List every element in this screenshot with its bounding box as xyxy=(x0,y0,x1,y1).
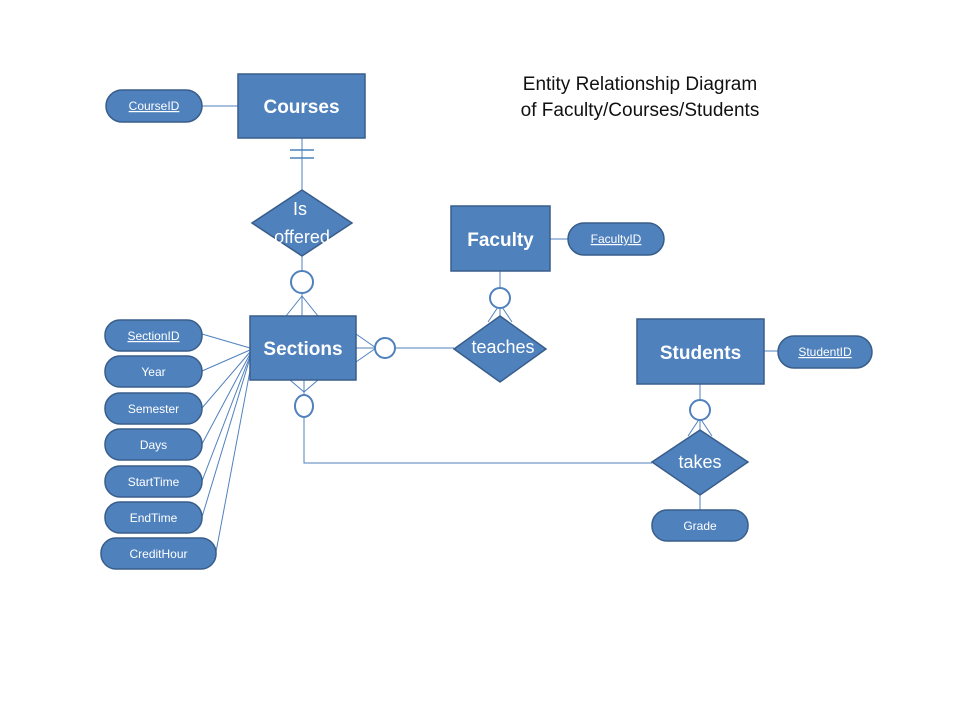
sectionid-to-sections xyxy=(201,333,251,349)
year-to-sections xyxy=(201,349,251,372)
crowfoot-sections-right-bottom xyxy=(355,347,377,363)
attribute-starttime: StartTime xyxy=(104,465,203,498)
entity-students: Students xyxy=(636,318,765,385)
attribute-grade: Grade xyxy=(651,509,749,542)
attribute-grade-shape xyxy=(651,509,749,542)
attribute-year-shape xyxy=(104,355,203,388)
relationship-is-offered-diamond xyxy=(250,189,354,257)
entity-faculty: Faculty xyxy=(450,205,551,272)
entity-sections-box xyxy=(249,315,357,381)
credithour-to-sections xyxy=(215,359,253,553)
semester-to-sections xyxy=(201,351,251,409)
entity-sections: Sections xyxy=(249,315,357,381)
relationship-takes-diamond xyxy=(650,429,750,496)
attribute-year-label: Year xyxy=(141,365,165,379)
relationship-is-offered-label-line2: offered xyxy=(274,227,330,247)
diagram-title: Entity Relationship Diagram of Faculty/C… xyxy=(470,72,810,124)
relationship-teaches-label: teaches xyxy=(471,337,534,357)
crowfoot-takes-right xyxy=(699,417,713,437)
attribute-studentid-label: StudentID xyxy=(798,345,852,359)
relationship-is-offered-label-line1: Is xyxy=(293,199,307,219)
relationship-is-offered: Is offered xyxy=(250,189,354,257)
entity-courses-label: Courses xyxy=(263,97,339,118)
cardinality-zero-ring xyxy=(294,394,314,418)
attribute-studentid: StudentID xyxy=(777,335,873,369)
crowfoot-sections-bottom-right xyxy=(303,379,319,393)
attribute-credithour-shape xyxy=(100,537,217,570)
crowfoot-sections-right-top xyxy=(355,333,377,349)
entity-students-label: Students xyxy=(660,343,741,364)
attribute-starttime-shape xyxy=(104,465,203,498)
relationship-teaches: teaches xyxy=(452,315,548,383)
attribute-year: Year xyxy=(104,355,203,388)
diagram-title-line1: Entity Relationship Diagram xyxy=(522,74,758,95)
entity-courses-box xyxy=(237,73,366,139)
entity-students-box xyxy=(636,318,765,385)
endtime-to-sections xyxy=(201,357,251,518)
cardinality-marks xyxy=(290,149,711,421)
attribute-days: Days xyxy=(104,428,203,461)
attribute-facultyid: FacultyID xyxy=(567,222,665,256)
attribute-days-shape xyxy=(104,428,203,461)
attribute-courseid: CourseID xyxy=(105,89,203,123)
cardinality-zero-ring xyxy=(489,287,511,309)
cardinality-zero-ring xyxy=(290,270,314,294)
attribute-semester-shape xyxy=(104,392,203,425)
crowfoot-sections-bottom-left xyxy=(289,379,305,393)
relationship-teaches-diamond xyxy=(452,315,548,383)
starttime-to-sections xyxy=(201,355,251,482)
attribute-sectionid: SectionID xyxy=(104,319,203,352)
crowfoot-sections-top-right xyxy=(301,295,319,317)
attribute-studentid-shape xyxy=(777,335,873,369)
attribute-semester-label: Semester xyxy=(128,402,179,416)
attribute-sectionid-label: SectionID xyxy=(127,329,179,343)
attribute-credithour: CreditHour xyxy=(100,537,217,570)
entity-courses: Courses xyxy=(237,73,366,139)
attribute-endtime-shape xyxy=(104,501,203,534)
attribute-semester: Semester xyxy=(104,392,203,425)
attribute-facultyid-label: FacultyID xyxy=(591,232,642,246)
cardinality-zero-ring xyxy=(374,337,396,359)
relationship-takes-label: takes xyxy=(678,452,721,472)
attribute-sectionid-shape xyxy=(104,319,203,352)
attribute-facultyid-shape xyxy=(567,222,665,256)
attribute-days-label: Days xyxy=(140,438,167,452)
attribute-courseid-label: CourseID xyxy=(129,99,180,113)
attribute-courseid-shape xyxy=(105,89,203,123)
attribute-starttime-label: StartTime xyxy=(128,475,180,489)
relationship-takes: takes xyxy=(650,429,750,496)
entity-faculty-label: Faculty xyxy=(467,230,534,251)
crowfoot-sections-top-left xyxy=(285,295,303,317)
entity-faculty-box xyxy=(450,205,551,272)
entity-sections-label: Sections xyxy=(263,339,342,360)
days-to-sections xyxy=(201,353,251,445)
sections-to-takes xyxy=(303,380,652,464)
cardinality-zero-ring xyxy=(689,399,711,421)
attribute-credithour-label: CreditHour xyxy=(129,547,187,561)
attribute-endtime: EndTime xyxy=(104,501,203,534)
attribute-grade-label: Grade xyxy=(683,519,717,533)
crowfoot-takes-left xyxy=(687,417,701,437)
attribute-endtime-label: EndTime xyxy=(130,511,178,525)
diagram-title-line2: of Faculty/Courses/Students xyxy=(520,100,760,121)
